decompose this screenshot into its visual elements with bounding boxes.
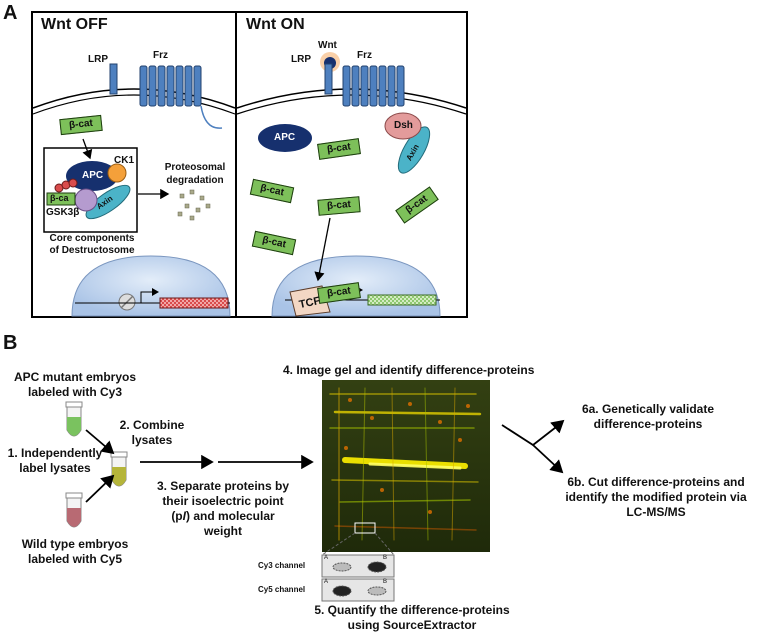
dsh-on [384, 112, 422, 140]
apc-mutant-label-line1: APC mutant embryos [13, 370, 137, 384]
frz-label-on: Frz [357, 50, 372, 61]
2d-gel-image [322, 380, 490, 552]
wild-type-label-line1: Wild type embryos [21, 537, 129, 551]
spot-b-label-cy3: B [383, 555, 388, 561]
spot-a-label-cy3: A [324, 555, 329, 561]
dsh-label: Dsh [394, 120, 413, 131]
step-6a-label: 6a. Genetically validate difference-prot… [556, 402, 740, 432]
tube-combined [110, 451, 128, 487]
apc-label-off: APC [82, 170, 104, 181]
step-6b-label-line1: 6b. Cut difference-proteins and [567, 475, 745, 489]
panel-a-letter: A [3, 2, 18, 24]
apc-on [258, 124, 312, 152]
step-3-pi-italic: I [182, 509, 186, 523]
axin-on [397, 126, 431, 174]
lrp-label-on: LRP [291, 54, 311, 65]
apc-label-on: APC [274, 132, 296, 143]
frz-receptor-off [139, 65, 202, 107]
frz-receptor-on [342, 65, 405, 107]
step-3-label-line1: 3. Separate proteins by [156, 479, 290, 493]
step-2-label-line2: lysates [131, 433, 173, 447]
step-6b-label-line3: LC-MS/MS [626, 505, 686, 519]
step-3-label-line3: (pI) and molecular [146, 509, 300, 524]
proteosomal-caption: Proteosomal degradation [160, 161, 230, 187]
wnt-on-title: Wnt ON [246, 16, 305, 33]
apc-off [66, 161, 118, 191]
step-6b-label: 6b. Cut difference-proteins and identify… [556, 475, 756, 520]
target-gene-on [367, 294, 437, 306]
lrp-label-off: LRP [88, 54, 108, 65]
step-2-label-line1: 2. Combine [119, 418, 185, 432]
step-6a-label-line1: 6a. Genetically validate [581, 402, 715, 416]
step-3-label-line2: their isoelectric point [162, 494, 284, 508]
cell-membrane-off [32, 88, 236, 109]
ck1-off [107, 163, 127, 183]
panel-b-letter: B [3, 332, 18, 354]
wild-type-label: Wild type embryos labeled with Cy5 [5, 537, 145, 567]
lrp-receptor-on [324, 63, 333, 95]
cy3-channel-panel [321, 554, 395, 578]
wild-type-label-line2: labeled with Cy5 [27, 552, 123, 566]
apc-mutant-label: APC mutant embryos labeled with Cy3 [5, 370, 145, 400]
step-5-label-line2: using SourceExtractor [347, 618, 477, 632]
wnt-off-title: Wnt OFF [41, 16, 108, 33]
wnt-label: Wnt [318, 40, 337, 51]
spot-b-label-cy5: B [383, 579, 388, 585]
ck1-label: CK1 [114, 155, 135, 166]
step-1-label-line2: label lysates [19, 461, 91, 475]
cy3-channel-label: Cy3 channel [258, 561, 306, 570]
step-1-label-line1: 1. Independently [7, 446, 103, 460]
step-1-label: 1. Independently label lysates [3, 446, 107, 476]
step-3-paren-close: ) and molecular [185, 509, 275, 523]
lrp-receptor-off [109, 63, 118, 95]
frz-label-off: Frz [153, 50, 168, 61]
cy5-channel-panel [321, 578, 395, 602]
step-5-label: 5. Quantify the difference-proteins usin… [302, 603, 522, 633]
destructosome-caption-line2: of Destructosome [49, 245, 135, 256]
step-6b-label-line2: identify the modified protein via [565, 490, 747, 504]
step-6a-label-line2: difference-proteins [593, 417, 703, 431]
step-3-paren-open: (p [171, 509, 183, 523]
dige-workflow-diagram [65, 380, 565, 602]
spot-a-label-cy5: A [324, 579, 329, 585]
destructosome-caption: Core components of Destructosome [40, 233, 144, 257]
axin-off [85, 184, 131, 220]
step-3-label-line4: weight [204, 524, 242, 538]
apc-mutant-label-line2: labeled with Cy3 [27, 385, 123, 399]
degradation-fragments [177, 189, 211, 221]
tube-apc-cy3 [65, 401, 83, 437]
step-3-label: 3. Separate proteins by their isoelectri… [146, 479, 300, 539]
cy5-channel-label: Cy5 channel [258, 585, 306, 594]
tube-wt-cy5 [65, 492, 83, 528]
step-5-label-line1: 5. Quantify the difference-proteins [314, 603, 510, 617]
proteosomal-caption-line2: degradation [166, 175, 224, 186]
bcat-complex-label: β-ca [50, 193, 69, 203]
proteosomal-caption-line1: Proteosomal [164, 162, 226, 173]
step-4-label: 4. Image gel and identify difference-pro… [283, 363, 535, 377]
destructosome-caption-line1: Core components [49, 233, 135, 244]
target-gene-off [159, 297, 229, 309]
gsk3b-label: GSK3β [46, 207, 80, 218]
bcat-in-complex [46, 192, 76, 206]
step-2-label: 2. Combine lysates [112, 418, 192, 448]
